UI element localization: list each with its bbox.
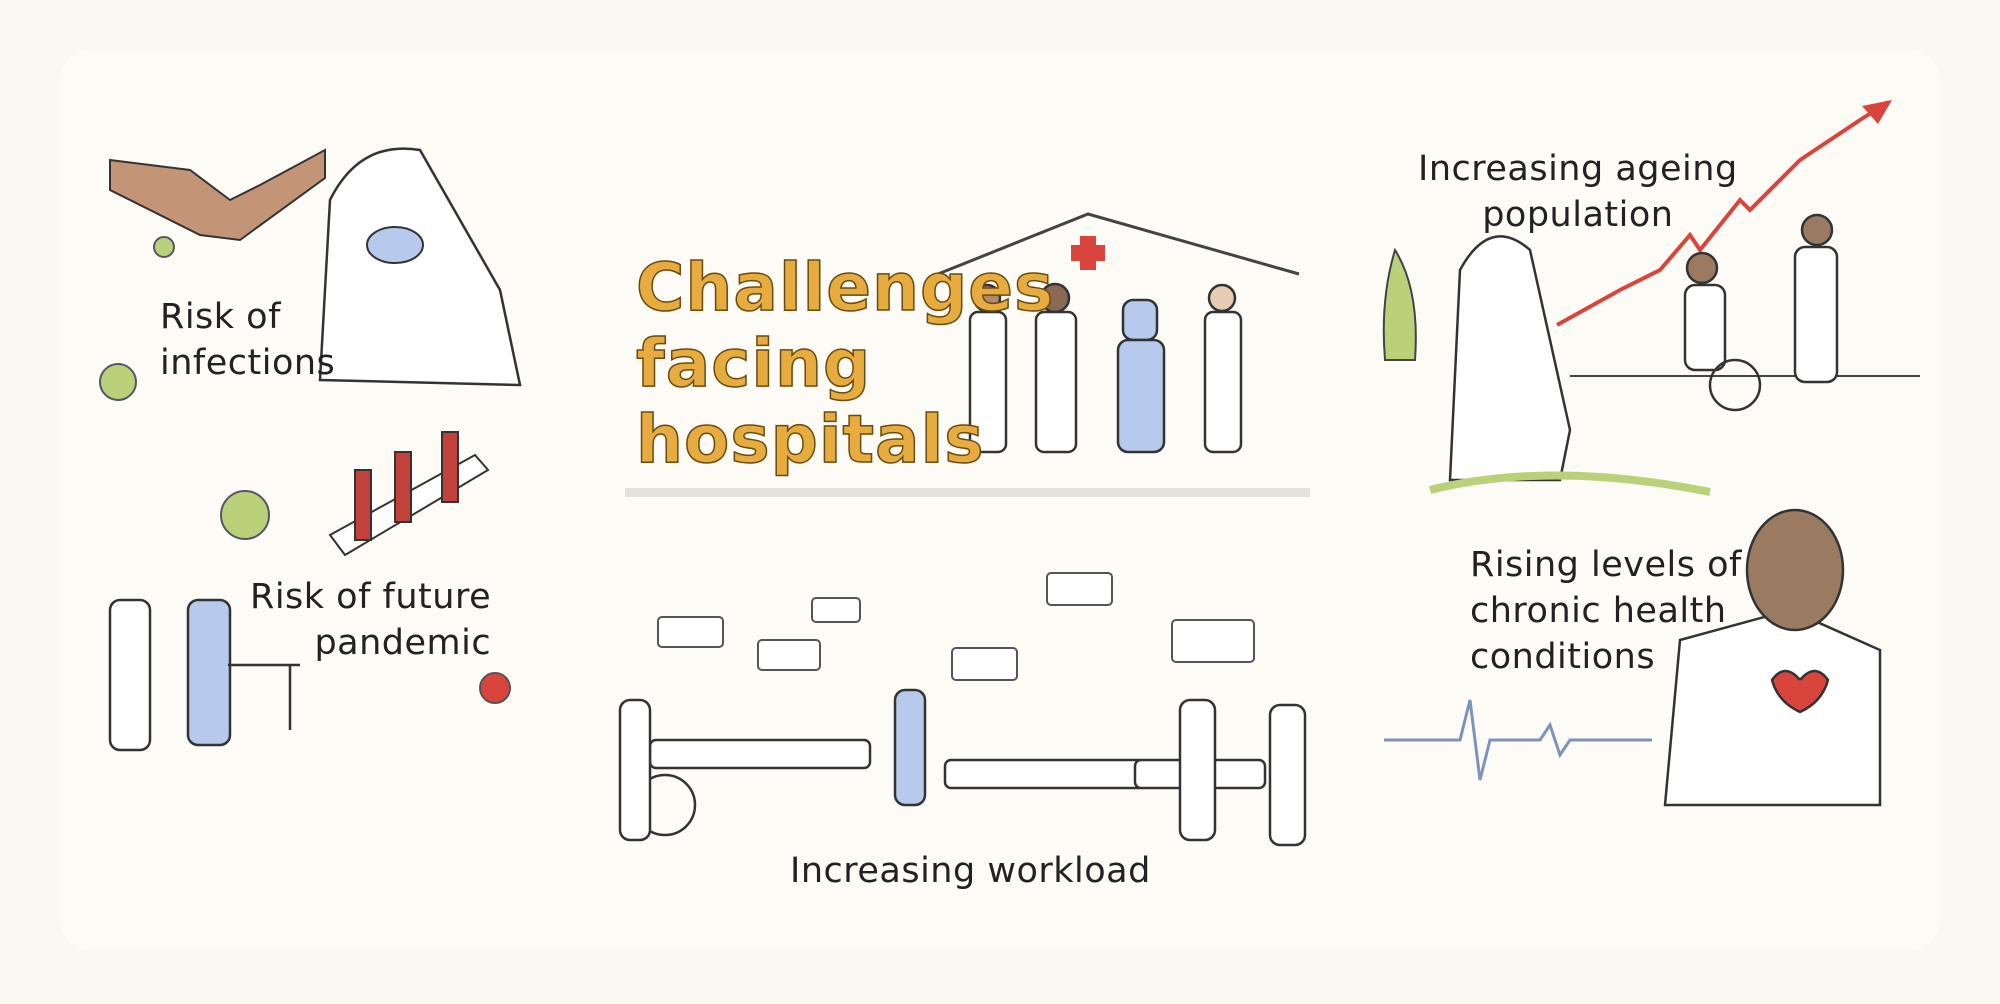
test-tubes xyxy=(328,431,490,557)
virus-icon xyxy=(99,236,270,540)
red-cross-icon xyxy=(1071,236,1105,270)
label-line: Risk of xyxy=(160,297,281,337)
increasing-ageing-population-label: Increasing ageing population xyxy=(1418,146,1738,238)
hospital-floor xyxy=(625,488,1310,497)
vital-sign-cards xyxy=(657,572,1255,681)
title-line: hospitals xyxy=(635,401,985,479)
chronic-health-conditions-label: Rising levels of chronic health conditio… xyxy=(1470,542,1742,680)
page-title: Challenges facing hospitals xyxy=(635,249,1055,479)
title-line: Challenges xyxy=(635,249,1055,327)
label-line: Risk of future xyxy=(250,577,492,617)
risk-of-future-pandemic-label: Risk of future pandemic xyxy=(250,574,491,666)
label-line: pandemic xyxy=(314,623,492,663)
label-line: chronic health xyxy=(1470,591,1727,631)
label-line: conditions xyxy=(1470,637,1656,677)
masked-person xyxy=(318,147,522,387)
hospital-beds xyxy=(618,688,1307,847)
rising-arrow xyxy=(1556,100,1890,327)
hospital-roof xyxy=(937,212,1300,276)
ecg-line xyxy=(1384,699,1652,781)
handshake xyxy=(109,148,326,242)
label-line: Rising levels of xyxy=(1470,545,1742,585)
lab-workers xyxy=(108,598,300,752)
label-line: population xyxy=(1482,195,1674,235)
label-line: Increasing ageing xyxy=(1418,149,1738,189)
title-line: facing xyxy=(635,325,872,403)
increasing-workload-label: Increasing workload xyxy=(790,851,1151,891)
patient-with-chest-pain xyxy=(1663,508,1882,807)
label-line: infections xyxy=(160,343,336,383)
hospital-staff xyxy=(968,282,1243,454)
risk-of-infections-label: Risk of infections xyxy=(160,294,335,386)
virus-icon xyxy=(479,672,511,704)
plant xyxy=(1382,247,1417,361)
elderly-people xyxy=(1448,213,1839,482)
